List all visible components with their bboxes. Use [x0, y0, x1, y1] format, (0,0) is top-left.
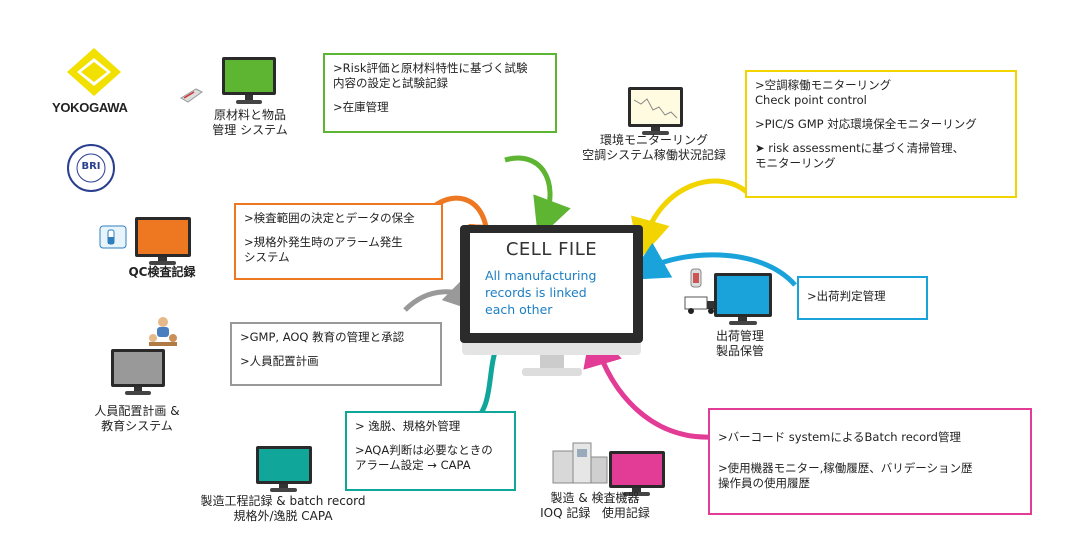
center-monitor-screen: CELL FILE All manufacturing records is l…	[470, 233, 633, 333]
logo-text: YOKOGAWA	[52, 100, 128, 115]
raw-material-monitor	[222, 57, 276, 95]
manufacturing-label-line1: 製造工程記録 & batch record	[200, 494, 366, 508]
equipment-machine-icon	[552, 442, 608, 484]
shipping-item1: >出荷判定管理	[807, 289, 886, 303]
shipping-label-line2: 製品保管	[715, 344, 764, 358]
center-monitor-chin	[462, 343, 641, 355]
personnel-callout: >GMP, AOQ 教育の管理と承認 >人員配置計画	[230, 322, 442, 386]
equipment-monitor	[609, 451, 665, 488]
cell-file-desc-line2: records is linked	[485, 285, 587, 300]
bri-seal: BRI	[66, 143, 116, 193]
environment-label: 環境モニターリング 空調システム稼働状況記録	[569, 133, 739, 163]
equipment-label-line2: IOQ 記録 使用記録	[540, 506, 650, 520]
cell-file-desc-line3: each other	[485, 302, 553, 317]
manufacturing-label: 製造工程記録 & batch record 規格外/逸脱 CAPA	[185, 494, 381, 524]
truck-icon	[684, 268, 716, 314]
equipment-item2-line1: >使用機器モニター,稼働履歴、バリデーション歴	[718, 461, 973, 475]
raw-material-label-line2: 管理 システム	[212, 123, 288, 137]
test-tube-icon	[99, 225, 127, 249]
equipment-label: 製造 & 検査機器 IOQ 記録 使用記録	[525, 491, 665, 521]
bri-seal-text: BRI	[81, 161, 101, 172]
center-monitor-base	[522, 368, 582, 376]
arrow-pink	[583, 325, 713, 440]
personnel-item2: >人員配置計画	[240, 354, 319, 368]
qc-label: QC検査記録	[128, 265, 196, 279]
personnel-monitor	[111, 349, 165, 387]
training-people-icon	[149, 317, 177, 346]
environment-label-line1: 環境モニターリング	[599, 133, 708, 147]
arrow-green	[504, 155, 571, 239]
qc-item2-line2: システム	[244, 250, 290, 264]
raw-material-label: 原材料と物品 管理 システム	[205, 108, 295, 138]
arrow-yellow	[630, 178, 752, 260]
environment-monitor	[628, 87, 683, 127]
shipping-label-line1: 出荷管理	[715, 329, 764, 343]
environment-label-line2: 空調システム稼働状況記録	[582, 148, 726, 162]
raw-material-item1-line1: >Risk評価と原材料特性に基づく試験	[333, 61, 528, 75]
manufacturing-callout: > 逸脱、規格外管理 >AQA判断は必要なときのアラーム設定 → CAPA	[345, 411, 516, 491]
raw-material-label-line1: 原材料と物品	[213, 108, 286, 122]
qc-monitor	[135, 217, 191, 257]
personnel-label-line2: 教育システム	[101, 419, 173, 433]
personnel-label: 人員配置計画 & 教育システム	[82, 404, 192, 434]
shipping-label: 出荷管理 製品保管	[700, 329, 780, 359]
equipment-label-line1: 製造 & 検査機器	[550, 491, 640, 505]
environment-item1-line2: Check point control	[755, 93, 867, 107]
manufacturing-label-line2: 規格外/逸脱 CAPA	[233, 509, 333, 523]
qc-item2-line1: >規格外発生時のアラーム発生	[244, 235, 403, 249]
environment-item3-line2: モニターリング	[755, 156, 836, 170]
shipping-monitor	[714, 273, 772, 317]
equipment-item1: >バーコード systemによるBatch record管理	[718, 430, 961, 444]
qc-callout: >検査範囲の決定とデータの保全 >規格外発生時のアラーム発生システム	[234, 203, 443, 280]
environment-item2: >PIC/S GMP 対応環境保全モニターリング	[755, 117, 977, 131]
environment-item3-line1: ➤ risk assessmentに基づく清掃管理、	[755, 141, 965, 155]
raw-material-item1-line2: 内容の設定と試験記録	[333, 76, 448, 90]
barcode-scanner-icon	[180, 88, 203, 103]
manufacturing-monitor	[256, 446, 312, 484]
cell-file-desc-line1: All manufacturing	[485, 268, 597, 283]
shipping-callout: >出荷判定管理	[797, 276, 928, 320]
manufacturing-item2-line2: アラーム設定 → CAPA	[355, 458, 471, 472]
equipment-item2-line2: 操作員の使用履歴	[718, 476, 810, 490]
raw-material-item2: >在庫管理	[333, 100, 389, 114]
manufacturing-item1: > 逸脱、規格外管理	[355, 419, 461, 433]
qc-item1: >検査範囲の決定とデータの保全	[244, 211, 415, 225]
equipment-callout: >バーコード systemによるBatch record管理 >使用機器モニター…	[708, 408, 1032, 515]
arrow-blue	[627, 242, 797, 287]
environment-callout: >空調稼働モニターリング Check point control >PIC/S …	[745, 70, 1017, 198]
personnel-item1: >GMP, AOQ 教育の管理と承認	[240, 330, 405, 344]
center-monitor-neck	[540, 355, 564, 369]
cell-file-title: CELL FILE	[505, 239, 598, 260]
environment-item1-line1: >空調稼働モニターリング	[755, 78, 892, 92]
manufacturing-item2-line1: >AQA判断は必要なときの	[355, 443, 493, 457]
personnel-label-line1: 人員配置計画 &	[94, 404, 180, 418]
raw-material-callout: >Risk評価と原材料特性に基づく試験内容の設定と試験記録 >在庫管理	[323, 53, 557, 133]
